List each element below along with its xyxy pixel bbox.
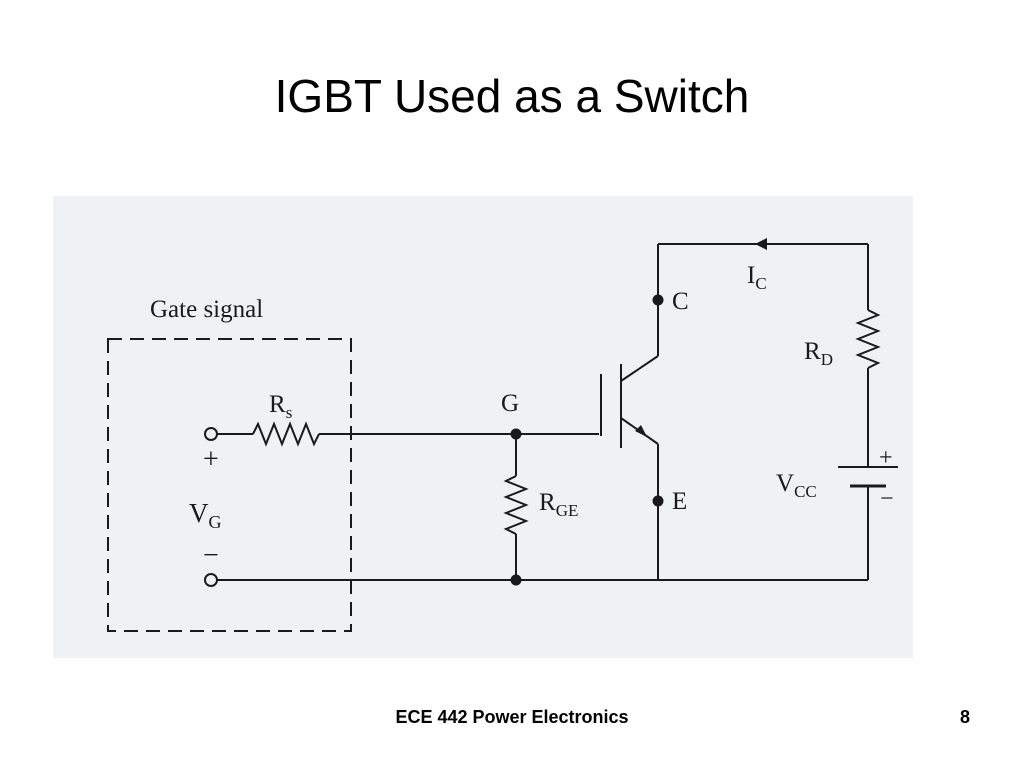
rd-label: RD	[804, 338, 833, 369]
collector-terminal-label: C	[672, 288, 689, 315]
vcc-minus-sign: −	[880, 486, 894, 512]
ic-label: IC	[747, 262, 767, 293]
vg-minus-sign: −	[203, 540, 219, 571]
gate-terminal-label: G	[501, 390, 519, 417]
input-terminal-top	[204, 427, 218, 441]
rs-label: Rs	[269, 391, 292, 422]
igbt-emitter-arrow	[635, 425, 647, 437]
page-number: 8	[959, 707, 970, 727]
rge-label: RGE	[539, 489, 578, 520]
igbt-switch-circuit-figure: Gate signal Rs + VG − G RGE C E IC RD VC…	[53, 196, 913, 658]
vcc-plus-sign: +	[879, 445, 893, 471]
collector-dot	[652, 294, 664, 306]
circuit-diagram: Gate signal Rs + VG − G RGE C E IC RD VC…	[107, 238, 898, 632]
input-terminal-bottom	[204, 573, 218, 587]
igbt-collector-lead	[620, 355, 659, 382]
vg-label: VG	[189, 498, 222, 532]
bottom-junction-dot	[510, 574, 522, 586]
ic-current-arrow	[755, 238, 767, 250]
emitter-dot	[652, 495, 664, 507]
rs-resistor	[252, 421, 320, 447]
slide-title: IGBT Used as a Switch	[274, 70, 750, 122]
gate-signal-label: Gate signal	[150, 296, 263, 323]
footer-course-name: ECE 442 Power Electronics	[395, 707, 629, 727]
rd-resistor	[855, 309, 881, 369]
gate-junction-dot	[510, 428, 522, 440]
emitter-terminal-label: E	[672, 488, 687, 515]
vg-plus-sign: +	[203, 444, 219, 475]
gate-signal-box	[107, 338, 352, 632]
rge-resistor	[503, 475, 529, 535]
vcc-label: VCC	[776, 470, 817, 501]
